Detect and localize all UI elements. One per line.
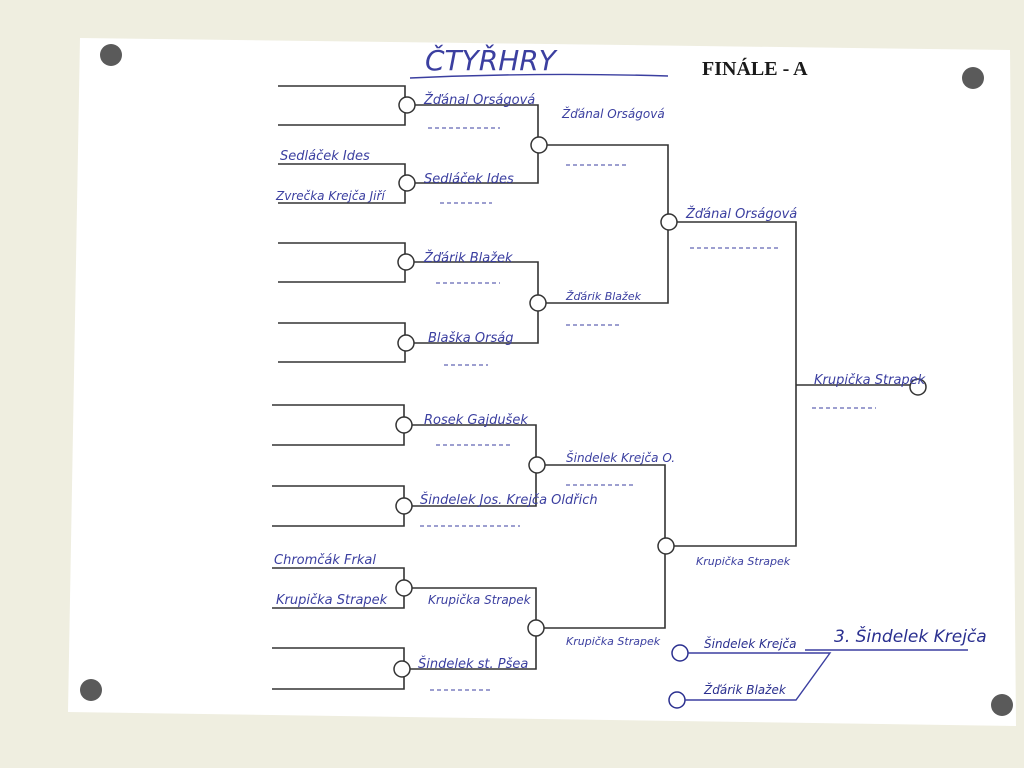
entry-round3-4: Krupička Strapek (566, 635, 661, 648)
third-place-match: Šindelek Krejča Žďárik Blažek 3. Šindele… (668, 625, 987, 709)
title-underline (409, 73, 669, 79)
entry-round3-1: Žďánal Orságová (561, 106, 665, 121)
entry-round2-6: Šindelek Jos. Krejča Oldřich (420, 492, 598, 508)
handwritten-underlines (420, 127, 876, 691)
entry-round4-1: Žďánal Orságová (685, 206, 797, 222)
entry-round1-2-top: Sedláček Ides (280, 149, 370, 164)
third-place-entrant-1: Šindelek Krejča (704, 636, 797, 651)
entry-round1-7-top: Chromčák Frkal (274, 553, 376, 568)
entry-round2-7: Krupička Strapek (428, 593, 532, 607)
entry-round2-4: Blaška Orság (428, 331, 513, 346)
pin-icon (962, 67, 984, 89)
pin-icon (991, 694, 1013, 716)
entry-round2-8: Šindelek st. Pšea (418, 656, 528, 672)
handwritten-title: ČTYŘHRY (425, 43, 558, 77)
entry-round1-7-bottom: Krupička Strapek (276, 593, 388, 608)
entry-round2-1: Žďánal Orságová (423, 92, 535, 108)
third-place-node-top (671, 644, 689, 662)
round2-entries: Žďánal Orságová Sedláček Ides Žďárik Bla… (418, 92, 598, 672)
third-place-winner: 3. Šindelek Krejča (834, 625, 987, 647)
pins (80, 44, 1013, 716)
entry-round3-3: Šindelek Krejča O. (566, 450, 675, 465)
pin-icon (80, 679, 102, 701)
paper-sheet (68, 38, 1016, 726)
printed-header: FINÁLE - A (702, 57, 808, 80)
third-place-node-bottom (668, 691, 686, 709)
third-place-entrant-2: Žďárik Blažek (703, 682, 787, 697)
final-winner: Krupička Strapek (814, 373, 926, 388)
entry-round3-2: Žďárik Blažek (565, 290, 642, 303)
round1-entries: Sedláček Ides Zvrečka Krejča Jiří Chromč… (274, 149, 388, 608)
entry-round1-2-bottom: Zvrečka Krejča Jiří (275, 189, 386, 203)
entry-round4-2: Krupička Strapek (696, 555, 791, 568)
pin-icon (100, 44, 122, 66)
entry-round2-3: Žďárik Blažek (423, 250, 513, 266)
entry-round2-2: Sedláček Ides (424, 172, 514, 187)
round4-entries: Žďánal Orságová Krupička Strapek (685, 206, 797, 568)
round3-entries: Žďánal Orságová Žďárik Blažek Šindelek K… (561, 106, 675, 648)
entry-round2-5: Rosek Gajdušek (424, 413, 528, 428)
bracket-nodes (393, 96, 927, 678)
